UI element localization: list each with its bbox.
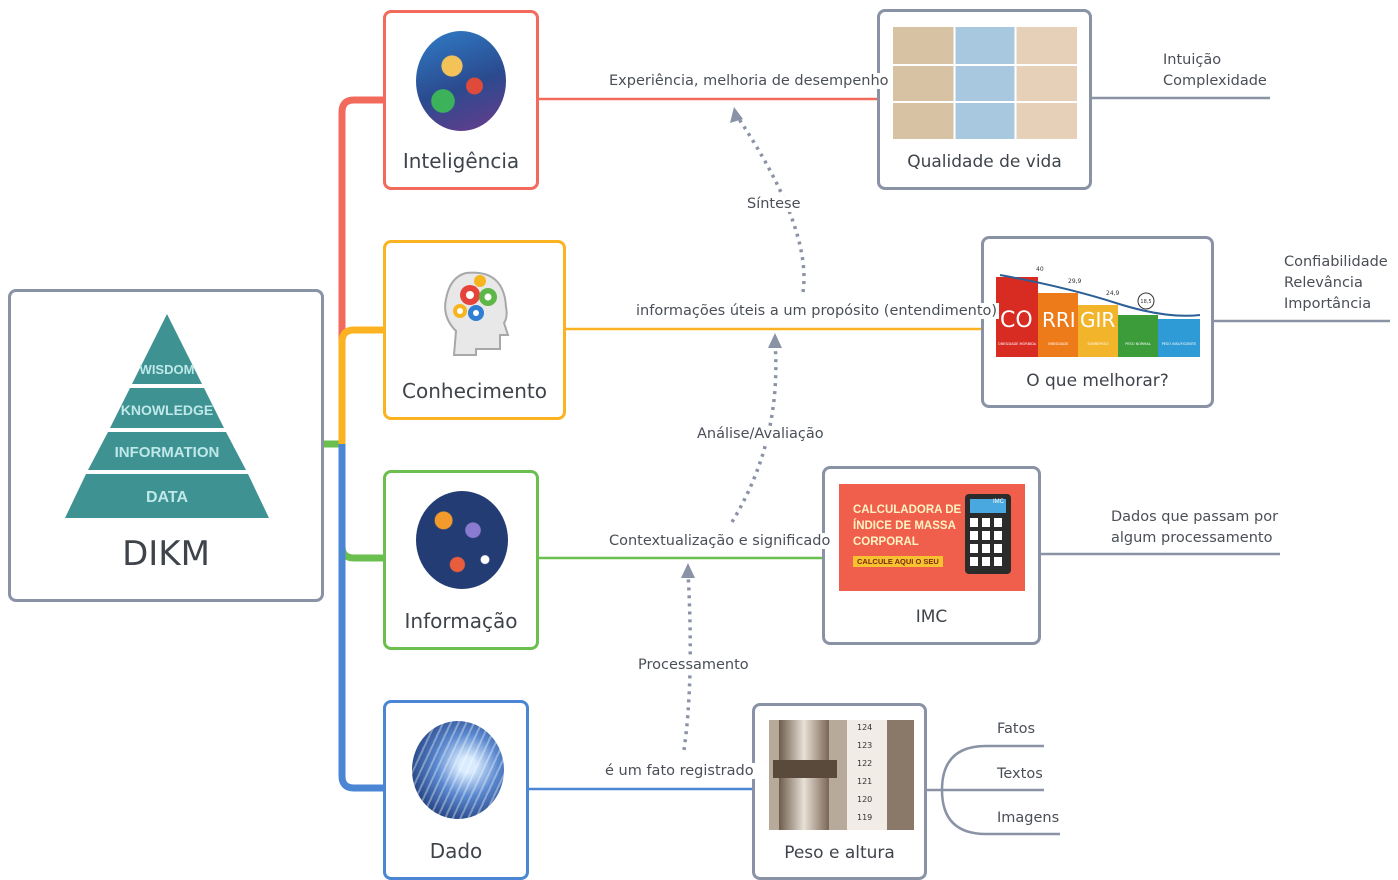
imc-banner-line-3: CORPORAL bbox=[853, 536, 919, 548]
level-node-informacao[interactable]: Informação bbox=[383, 470, 539, 650]
note-item: Confiabilidade bbox=[1284, 254, 1388, 270]
bmi-category-1: OBESIDADE bbox=[1048, 342, 1069, 346]
imc-banner-button: CALCULE AQUI O SEU bbox=[853, 556, 943, 567]
scale-tick-124: 124 bbox=[857, 723, 872, 732]
scale-tick-120: 120 bbox=[857, 795, 872, 804]
example-label-imc: IMC bbox=[915, 607, 948, 627]
edge-label-informacao: Contextualização e significado bbox=[607, 533, 833, 549]
pyramid-layer-wisdom: WISDOM bbox=[140, 362, 195, 377]
level-node-dado[interactable]: Dado bbox=[383, 700, 529, 880]
level-label-informacao: Informação bbox=[404, 609, 518, 633]
example-label-o-que-melhorar: O que melhorar? bbox=[1026, 371, 1169, 391]
example-node-qualidade-de-vida[interactable]: Qualidade de vida bbox=[877, 9, 1092, 190]
bmi-value-18-5: 18,5 bbox=[1140, 299, 1151, 305]
inteligencia-image bbox=[416, 31, 506, 131]
note-item: Importância bbox=[1284, 296, 1372, 312]
note-item: Complexidade bbox=[1163, 73, 1267, 89]
corrigir-bmi-image: 40 29,9 24,9 18,5 CO RRI GIR OBESIDADE M… bbox=[996, 266, 1200, 357]
bmi-category-0: OBESIDADE MÓRBIDA bbox=[998, 341, 1037, 346]
note-item: Relevância bbox=[1284, 275, 1363, 291]
bmi-value-24-9: 24,9 bbox=[1106, 290, 1120, 297]
notes-informacao: Dados que passam por algum processamento bbox=[1111, 507, 1278, 549]
calculator-keys bbox=[970, 518, 1006, 568]
informacao-image bbox=[416, 491, 508, 589]
edge-label-conhecimento: informações úteis a um propósito (entend… bbox=[634, 303, 1000, 319]
example-node-o-que-melhorar[interactable]: 40 29,9 24,9 18,5 CO RRI GIR OBESIDADE M… bbox=[981, 236, 1214, 408]
root-node-dikm[interactable]: WISDOM KNOWLEDGE INFORMATION DATA DIKM bbox=[8, 289, 324, 602]
transition-label-analise: Análise/Avaliação bbox=[694, 426, 827, 442]
note-item: algum processamento bbox=[1111, 530, 1273, 546]
imc-banner-line-1: CALCULADORA DE bbox=[853, 504, 962, 516]
corrigir-letters-co: CO bbox=[1000, 308, 1033, 333]
calculator-display: IMC bbox=[970, 499, 1006, 513]
notes-conhecimento: Confiabilidade Relevância Importância bbox=[1284, 252, 1388, 315]
bmi-category-4: PESO INSUFICIENTE bbox=[1162, 342, 1197, 346]
level-label-inteligencia: Inteligência bbox=[402, 149, 520, 173]
example-label-peso-e-altura: Peso e altura bbox=[784, 843, 895, 863]
imc-banner-line-2: ÍNDICE DE MASSA bbox=[853, 520, 956, 532]
level-label-dado: Dado bbox=[429, 839, 483, 863]
scale-tick-121: 121 bbox=[857, 777, 872, 786]
root-title: DIKM bbox=[122, 534, 210, 574]
transition-label-sintese: Síntese bbox=[744, 196, 804, 212]
bmi-value-40: 40 bbox=[1036, 266, 1044, 273]
pyramid-layer-knowledge: KNOWLEDGE bbox=[121, 402, 214, 418]
scale-tick-119: 119 bbox=[857, 813, 872, 822]
edge-label-dado: é um fato registrado bbox=[603, 763, 756, 779]
pyramid-layer-data: DATA bbox=[146, 489, 189, 506]
qualidade-de-vida-collage-image bbox=[893, 27, 1077, 139]
corrigir-letters-gir: GIR bbox=[1080, 308, 1115, 332]
scale-tick-122: 122 bbox=[857, 759, 872, 768]
calculator-icon: IMC bbox=[965, 494, 1011, 574]
dikm-pyramid-image: WISDOM KNOWLEDGE INFORMATION DATA bbox=[65, 314, 269, 518]
bmi-category-2: SOBREPESO bbox=[1087, 342, 1109, 346]
conhecimento-head-gears-image bbox=[444, 271, 510, 356]
example-label-qualidade-de-vida: Qualidade de vida bbox=[907, 152, 1062, 172]
note-item: Intuição bbox=[1163, 52, 1222, 68]
corrigir-letters-rri: RRI bbox=[1042, 308, 1076, 332]
example-node-imc[interactable]: CALCULADORA DE ÍNDICE DE MASSA CORPORAL … bbox=[822, 466, 1041, 645]
level-node-conhecimento[interactable]: Conhecimento bbox=[383, 240, 566, 420]
note-fatos: Fatos bbox=[997, 721, 1036, 737]
bmi-value-29-9: 29,9 bbox=[1068, 278, 1082, 285]
imc-calculator-banner-image: CALCULADORA DE ÍNDICE DE MASSA CORPORAL … bbox=[839, 484, 1025, 591]
scale-tick-123: 123 bbox=[857, 741, 872, 750]
notes-inteligencia: Intuição Complexidade bbox=[1163, 50, 1267, 92]
bmi-category-3: PESO NORMAL bbox=[1125, 342, 1151, 346]
height-scale-image: 124 123 122 121 120 119 bbox=[769, 720, 914, 830]
note-imagens: Imagens bbox=[997, 810, 1060, 826]
level-label-conhecimento: Conhecimento bbox=[402, 379, 547, 403]
pyramid-layer-information: INFORMATION bbox=[115, 444, 220, 461]
edge-label-inteligencia: Experiência, melhoria de desempenho bbox=[607, 73, 891, 89]
transition-label-processamento: Processamento bbox=[635, 657, 752, 673]
dado-binary-image bbox=[412, 721, 504, 819]
level-node-inteligencia[interactable]: Inteligência bbox=[383, 10, 539, 190]
example-node-peso-e-altura[interactable]: 124 123 122 121 120 119 Peso e altura bbox=[752, 703, 927, 880]
note-textos: Textos bbox=[997, 766, 1043, 782]
note-item: Dados que passam por bbox=[1111, 509, 1279, 525]
